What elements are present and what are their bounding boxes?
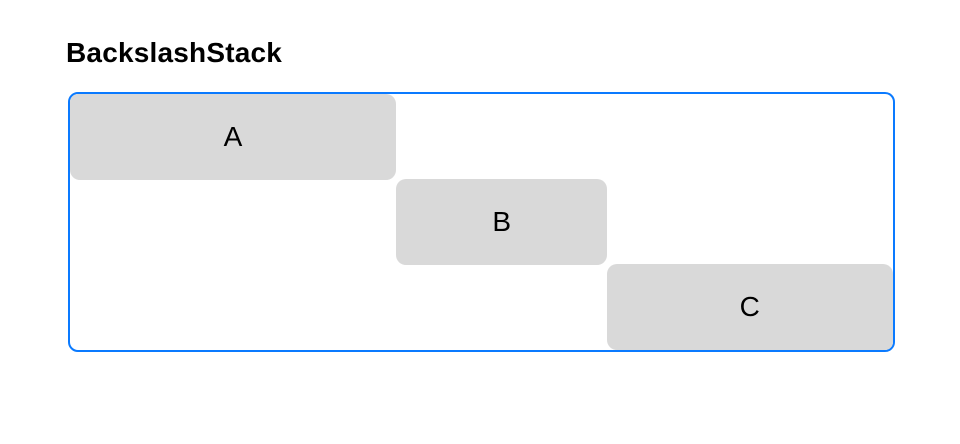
stack-box-c: C — [606, 264, 893, 350]
stack-box-a: A — [70, 94, 396, 180]
stack-box-b-label: B — [492, 205, 511, 237]
backslash-stack-container: A B C — [68, 92, 895, 352]
page-title: BackslashStack — [66, 37, 283, 68]
stack-box-c-label: C — [739, 291, 760, 323]
stack-box-a-label: A — [223, 120, 243, 152]
stack-box-b: B — [395, 179, 608, 265]
